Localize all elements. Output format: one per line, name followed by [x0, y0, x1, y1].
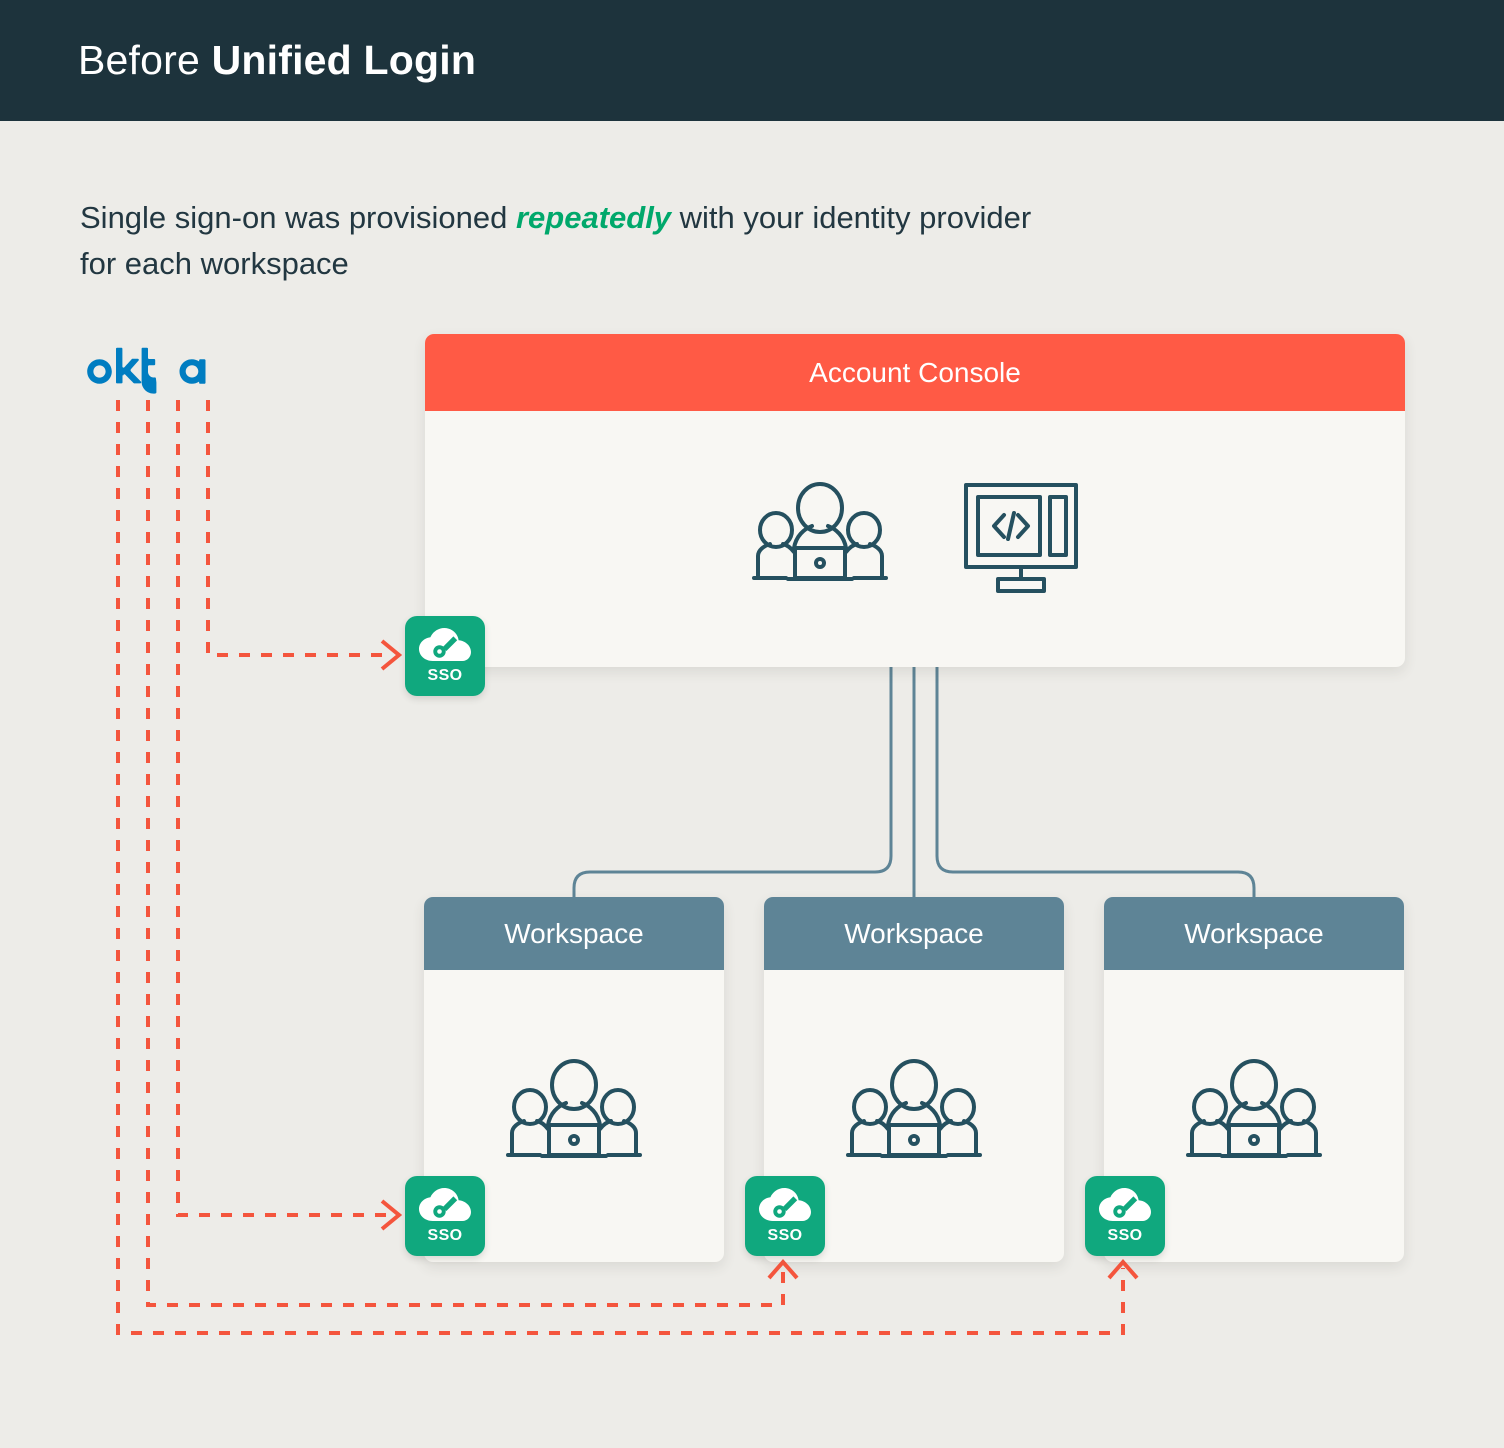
workspace-3-header: Workspace — [1104, 897, 1404, 970]
sso-badge-workspace-2[interactable]: SSO — [745, 1176, 825, 1256]
subtitle-part2: with your identity provider for each wor… — [80, 200, 1032, 281]
page-title-bold: Unified Login — [211, 37, 477, 83]
cloud-key-icon — [759, 1188, 811, 1227]
workspace-3-body — [1104, 970, 1404, 1262]
sso-badge-account-console[interactable]: SSO — [405, 616, 485, 696]
workspace-3-title: Workspace — [1184, 917, 1324, 949]
sso-badge-label: SSO — [1107, 1227, 1143, 1244]
cloud-key-icon — [419, 1188, 471, 1227]
workspace-1-title: Workspace — [504, 917, 644, 949]
sso-badge-workspace-1[interactable]: SSO — [405, 1176, 485, 1256]
sso-badge-workspace-3[interactable]: SSO — [1085, 1176, 1165, 1256]
sso-badge-label: SSO — [427, 667, 463, 684]
people-laptop-icon — [504, 1058, 644, 1174]
subtitle: Single sign-on was provisioned repeatedl… — [80, 195, 1040, 287]
cloud-key-icon — [419, 628, 471, 667]
people-laptop-icon — [750, 481, 890, 597]
subtitle-part1: Single sign-on was provisioned — [80, 200, 516, 235]
workspace-2-title: Workspace — [844, 917, 984, 949]
sso-link-account-console — [206, 400, 392, 657]
account-console-header: Account Console — [425, 334, 1405, 411]
workspace-2-header: Workspace — [764, 897, 1064, 970]
arrowhead-account-console — [380, 639, 403, 671]
page-title-regular: Before — [78, 37, 212, 83]
account-console-title: Account Console — [809, 356, 1021, 388]
page-title: Before Unified Login — [78, 37, 476, 84]
people-laptop-icon — [844, 1058, 984, 1174]
arrowhead-workspace-2 — [767, 1258, 799, 1280]
sso-link-workspace-1 — [176, 400, 392, 1217]
sso-badge-label: SSO — [767, 1227, 803, 1244]
account-console-card[interactable]: Account Console — [425, 334, 1405, 667]
monitor-code-icon — [962, 481, 1080, 598]
arrowhead-workspace-1 — [380, 1199, 403, 1231]
header-bar: Before Unified Login — [0, 0, 1504, 121]
sso-badge-label: SSO — [427, 1227, 463, 1244]
arrowhead-workspace-3 — [1107, 1258, 1139, 1280]
subtitle-emphasis: repeatedly — [515, 200, 672, 235]
workspace-1-header: Workspace — [424, 897, 724, 970]
okta-logo — [82, 347, 214, 395]
account-console-body — [425, 411, 1405, 667]
people-laptop-icon — [1184, 1058, 1324, 1174]
cloud-key-icon — [1099, 1188, 1151, 1227]
